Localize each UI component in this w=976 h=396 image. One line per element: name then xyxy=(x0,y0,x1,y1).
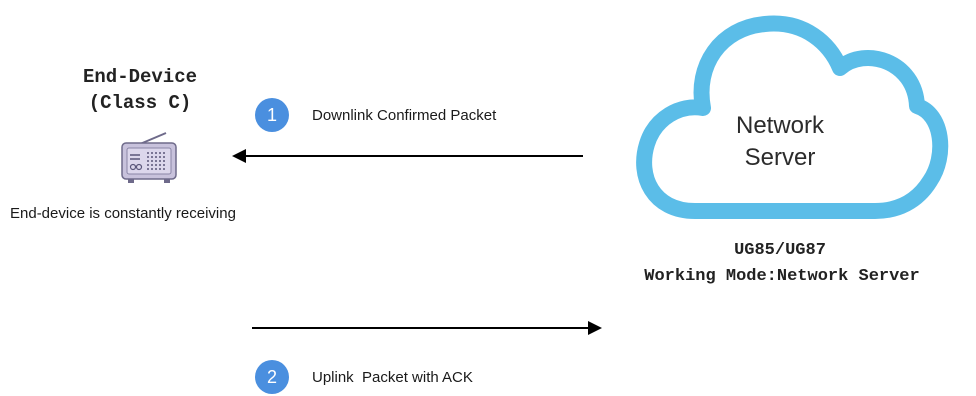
end-device-status: End-device is constantly receiving xyxy=(10,205,236,222)
gateway-mode: Working Mode:Network Server xyxy=(644,267,920,286)
uplink-arrow xyxy=(250,318,610,338)
cloud-icon xyxy=(625,6,950,228)
step-1-label: Downlink Confirmed Packet xyxy=(312,107,497,124)
end-device-title: End-Device (Class C) xyxy=(60,64,220,116)
radio-icon xyxy=(118,130,180,186)
network-server-label: Network Server xyxy=(700,110,860,174)
downlink-arrow xyxy=(228,146,588,166)
step-1-badge: 1 xyxy=(255,98,289,132)
network-server-line2: Server xyxy=(744,144,816,171)
gateway-model: UG85/UG87 xyxy=(734,241,826,260)
end-device-title-line1: End-Device xyxy=(82,66,198,88)
step-2-badge: 2 xyxy=(255,360,289,394)
end-device-title-line2: (Class C) xyxy=(88,92,192,114)
network-server-line1: Network xyxy=(735,112,825,139)
step-2-label: Uplink Packet with ACK xyxy=(312,369,473,386)
